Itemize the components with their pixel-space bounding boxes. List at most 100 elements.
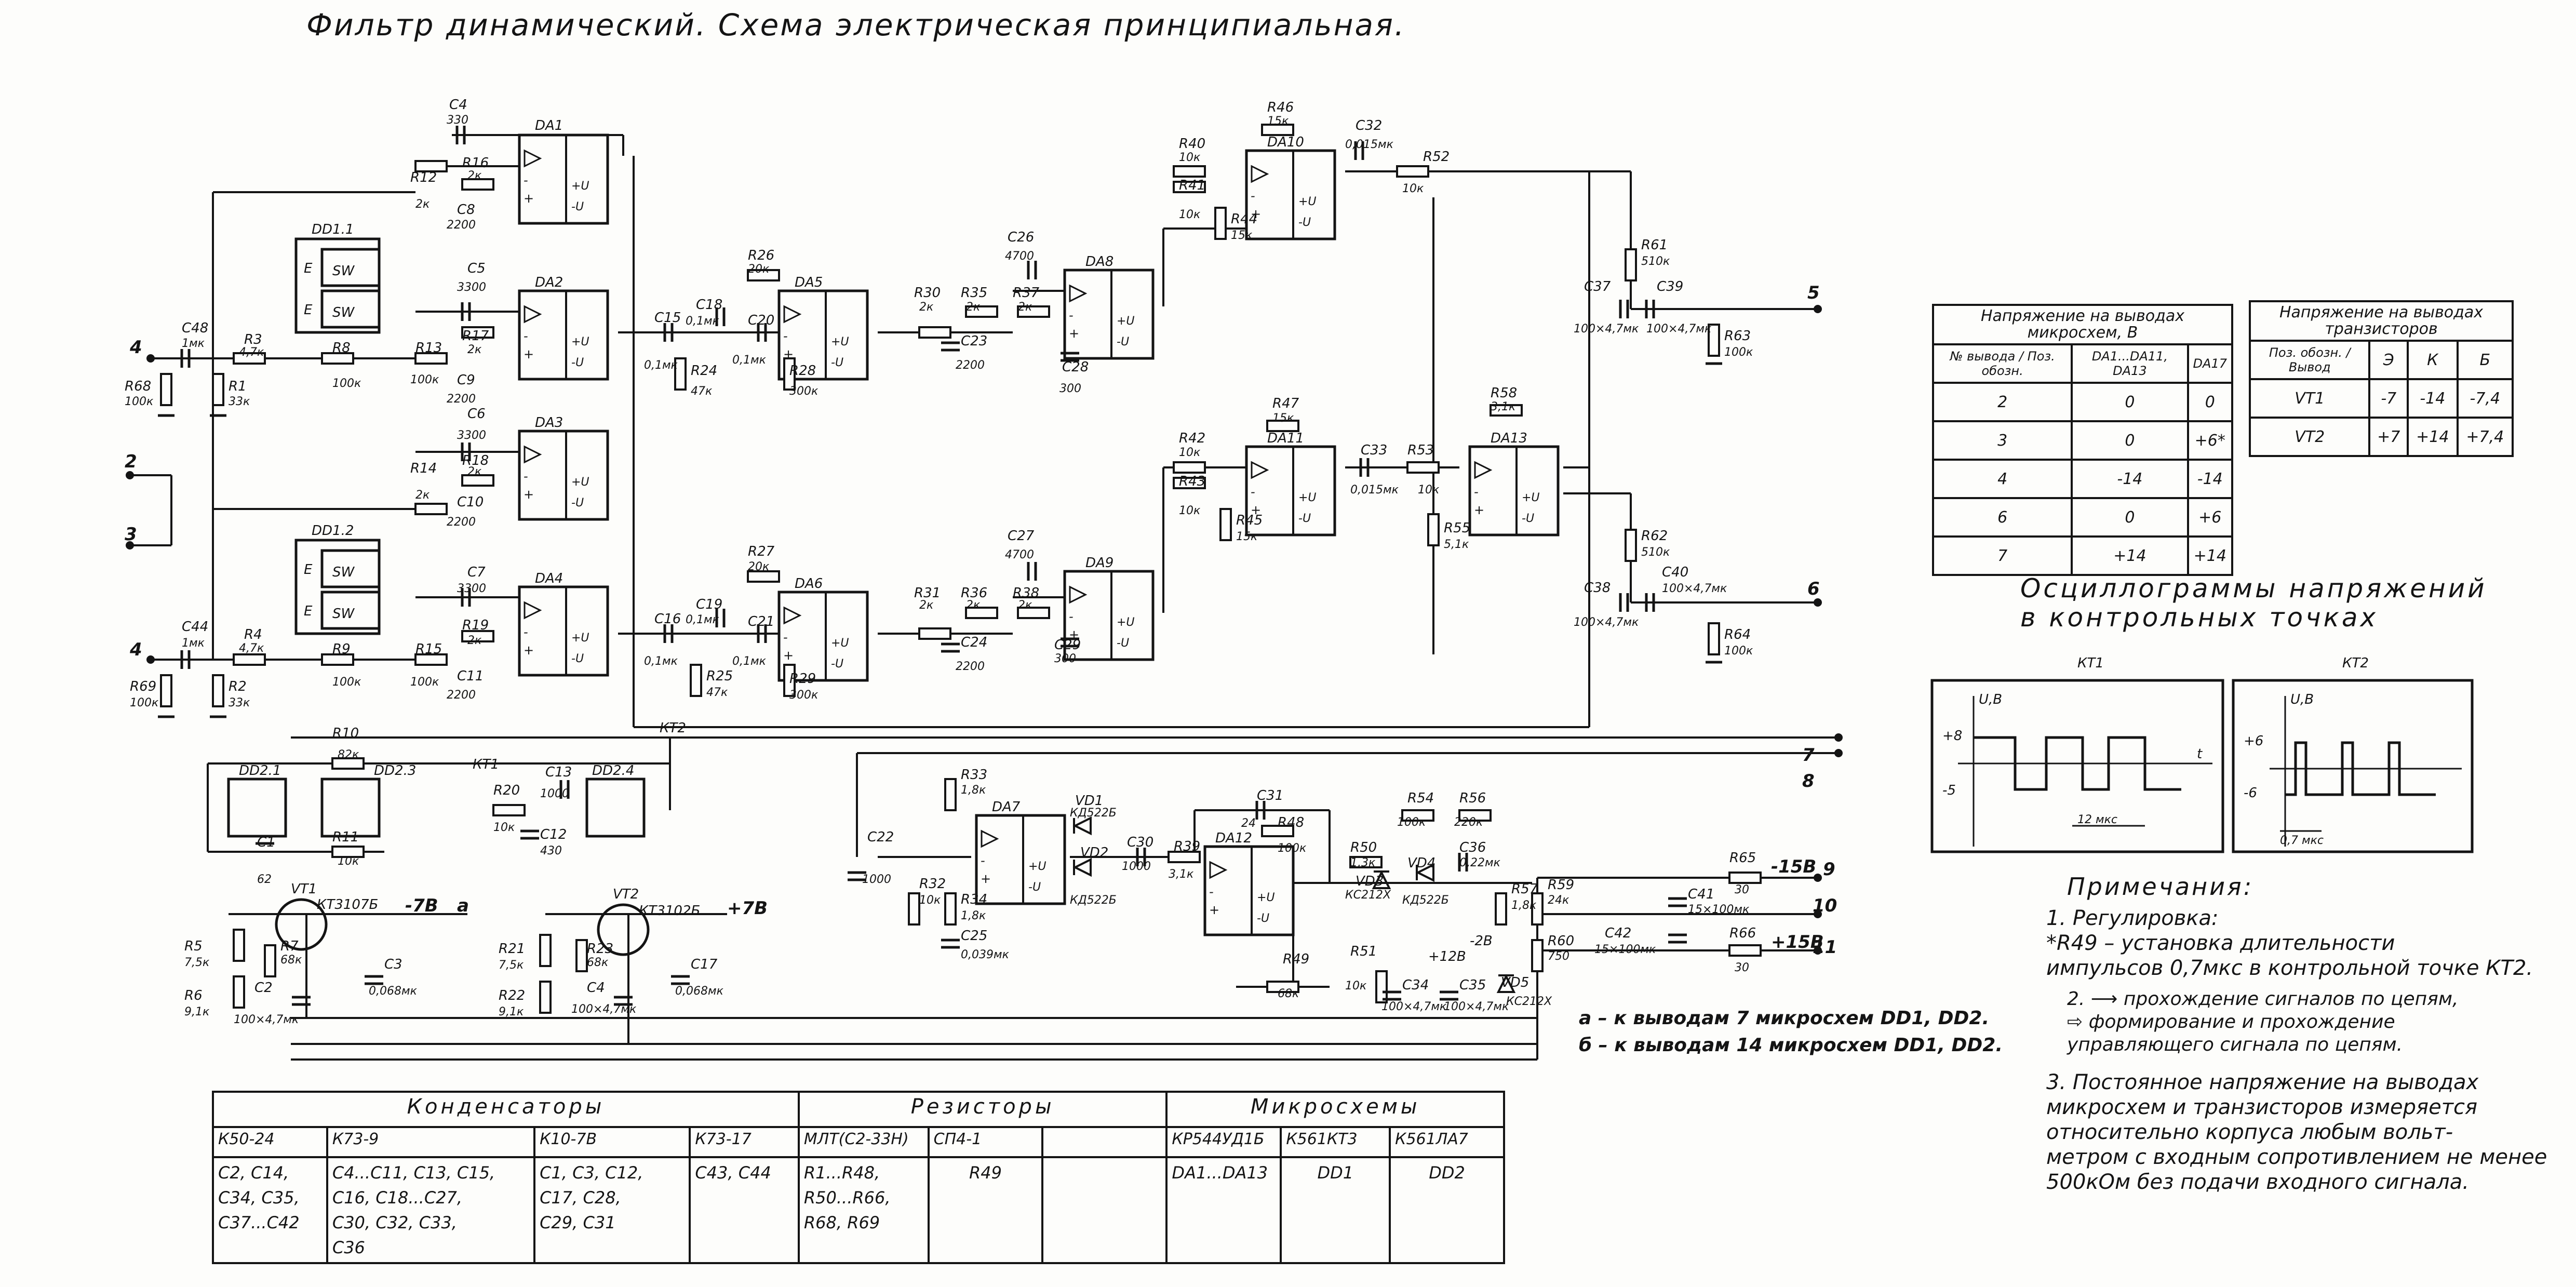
svg-text:100×4,7мк: 100×4,7мк [234, 1013, 299, 1026]
kt1-ylow: -5 [1942, 783, 1956, 798]
svg-text:SW: SW [332, 565, 355, 580]
svg-text:15×100мк: 15×100мк [1594, 943, 1656, 956]
svg-text:R53: R53 [1407, 443, 1434, 458]
svg-text:100к: 100к [332, 377, 361, 390]
svg-text:R11: R11 [332, 829, 359, 845]
svg-text:100к: 100к [125, 395, 154, 408]
kt1-period: 12 мкс [2077, 813, 2117, 826]
svg-text:C20: C20 [748, 313, 774, 328]
svg-text:1,8к: 1,8к [1511, 899, 1537, 912]
svg-text:20к: 20к [748, 560, 770, 573]
svg-text:100к: 100к [332, 676, 361, 689]
svg-text:33к: 33к [229, 395, 250, 408]
svg-text:C16: C16 [654, 611, 681, 627]
terminal-8: 8 [1802, 771, 1815, 792]
svg-text:1мк: 1мк [182, 637, 205, 650]
svg-text:7,5к: 7,5к [499, 959, 524, 972]
diodes [1072, 816, 1516, 993]
svg-text:R69: R69 [130, 679, 156, 694]
svg-text:100к: 100к [1278, 842, 1307, 855]
svg-text:R57: R57 [1511, 881, 1538, 897]
outputs-note: а – к выводам 7 микросхем DD1, DD2. б – … [1579, 1008, 2003, 1056]
svg-text:КТ3107Б: КТ3107Б [317, 897, 378, 913]
svg-text:33к: 33к [229, 696, 250, 709]
svg-text:КД522Б: КД522Б [1070, 894, 1117, 907]
resistor-r65 [1728, 872, 1762, 884]
svg-text:10к: 10к [919, 894, 941, 907]
svg-text:DA3: DA3 [535, 415, 563, 431]
capacitor-c27 [1028, 562, 1036, 581]
svg-text:R30: R30 [914, 285, 941, 301]
resistor-r69 [160, 674, 172, 707]
svg-text:C3: C3 [384, 957, 403, 972]
svg-text:R28: R28 [789, 363, 816, 379]
kt2-pulse: 0,7 мкс [2280, 834, 2324, 847]
svg-text:10к: 10к [1179, 208, 1201, 221]
svg-text:300: 300 [1059, 382, 1081, 395]
svg-text:DA2: DA2 [535, 275, 563, 290]
svg-text:R3: R3 [244, 332, 262, 347]
svg-text:C42: C42 [1605, 926, 1631, 941]
terminal-9: 9 [1823, 859, 1835, 880]
svg-text:100к: 100к [1397, 816, 1426, 829]
voltage-table-chips: Напряжение на выводах микросхем, В № выв… [1931, 304, 2234, 576]
svg-text:КТ1: КТ1 [473, 757, 499, 772]
svg-text:VD4: VD4 [1407, 855, 1435, 871]
svg-text:100к: 100к [130, 696, 159, 709]
svg-text:15к: 15к [1236, 530, 1258, 543]
resistor-r31 [918, 627, 951, 640]
resistor-r23 [575, 939, 588, 972]
svg-text:R18: R18 [462, 453, 489, 468]
resistor-r51 [1375, 970, 1388, 1003]
svg-text:R66: R66 [1729, 926, 1756, 941]
svg-text:R6: R6 [184, 988, 203, 1003]
svg-text:1,8к: 1,8к [961, 784, 986, 797]
svg-text:+12В: +12В [1428, 949, 1466, 964]
svg-text:R40: R40 [1179, 136, 1205, 152]
svg-text:4700: 4700 [1005, 548, 1034, 561]
svg-text:R26: R26 [748, 248, 774, 263]
svg-text:2к: 2к [1018, 599, 1032, 612]
svg-text:DD2.4: DD2.4 [592, 763, 634, 779]
svg-text:0,068мк: 0,068мк [369, 985, 418, 998]
svg-text:10к: 10к [1402, 182, 1424, 195]
svg-text:R36: R36 [961, 585, 987, 601]
svg-text:300к: 300к [789, 689, 819, 702]
svg-text:C6: C6 [467, 406, 486, 422]
svg-text:R39: R39 [1174, 839, 1200, 854]
svg-text:R62: R62 [1641, 528, 1668, 544]
table-cell: DD1 [1280, 1156, 1391, 1264]
svg-text:0,015мк: 0,015мк [1350, 484, 1399, 497]
svg-text:C48: C48 [182, 320, 208, 336]
component-labels: DA1 DA2 DA3 DA4 DA5 DA6 DA7 DA8 DA9 DA10… [125, 97, 1756, 1026]
svg-text:0,22мк: 0,22мк [1459, 856, 1501, 869]
svg-text:15к: 15к [1267, 115, 1289, 128]
svg-text:4,7к: 4,7к [239, 642, 264, 655]
svg-text:0,015мк: 0,015мк [1345, 138, 1394, 151]
svg-text:VT1: VT1 [291, 881, 317, 897]
svg-text:R14: R14 [410, 461, 437, 476]
svg-text:24: 24 [1241, 817, 1256, 830]
svg-text:10к: 10к [1345, 980, 1367, 993]
svg-text:R27: R27 [748, 544, 775, 559]
svg-text:DA10: DA10 [1267, 135, 1304, 150]
svg-text:2к: 2к [467, 169, 482, 182]
resistor-r61 [1625, 248, 1637, 281]
terminal-5: 5 [1807, 283, 1820, 303]
opamp-da8 [1065, 270, 1153, 358]
capacitor-c17 [671, 976, 690, 984]
svg-text:7,5к: 7,5к [184, 956, 210, 969]
resistor-r1 [212, 373, 224, 406]
svg-text:9,1к: 9,1к [499, 1006, 524, 1018]
resistor-r33 [944, 778, 957, 811]
svg-text:10к: 10к [1418, 484, 1440, 497]
svg-text:DA13: DA13 [1491, 431, 1527, 446]
svg-text:2200: 2200 [956, 660, 985, 673]
oscillogram-kt2 [2232, 679, 2474, 853]
svg-text:2к: 2к [467, 343, 482, 356]
svg-text:2к: 2к [919, 599, 934, 612]
svg-text:2к: 2к [415, 489, 430, 502]
transistor-vt2 [597, 903, 650, 956]
kt2-label: КТ2 [2342, 655, 2369, 671]
svg-text:SW: SW [332, 305, 355, 320]
